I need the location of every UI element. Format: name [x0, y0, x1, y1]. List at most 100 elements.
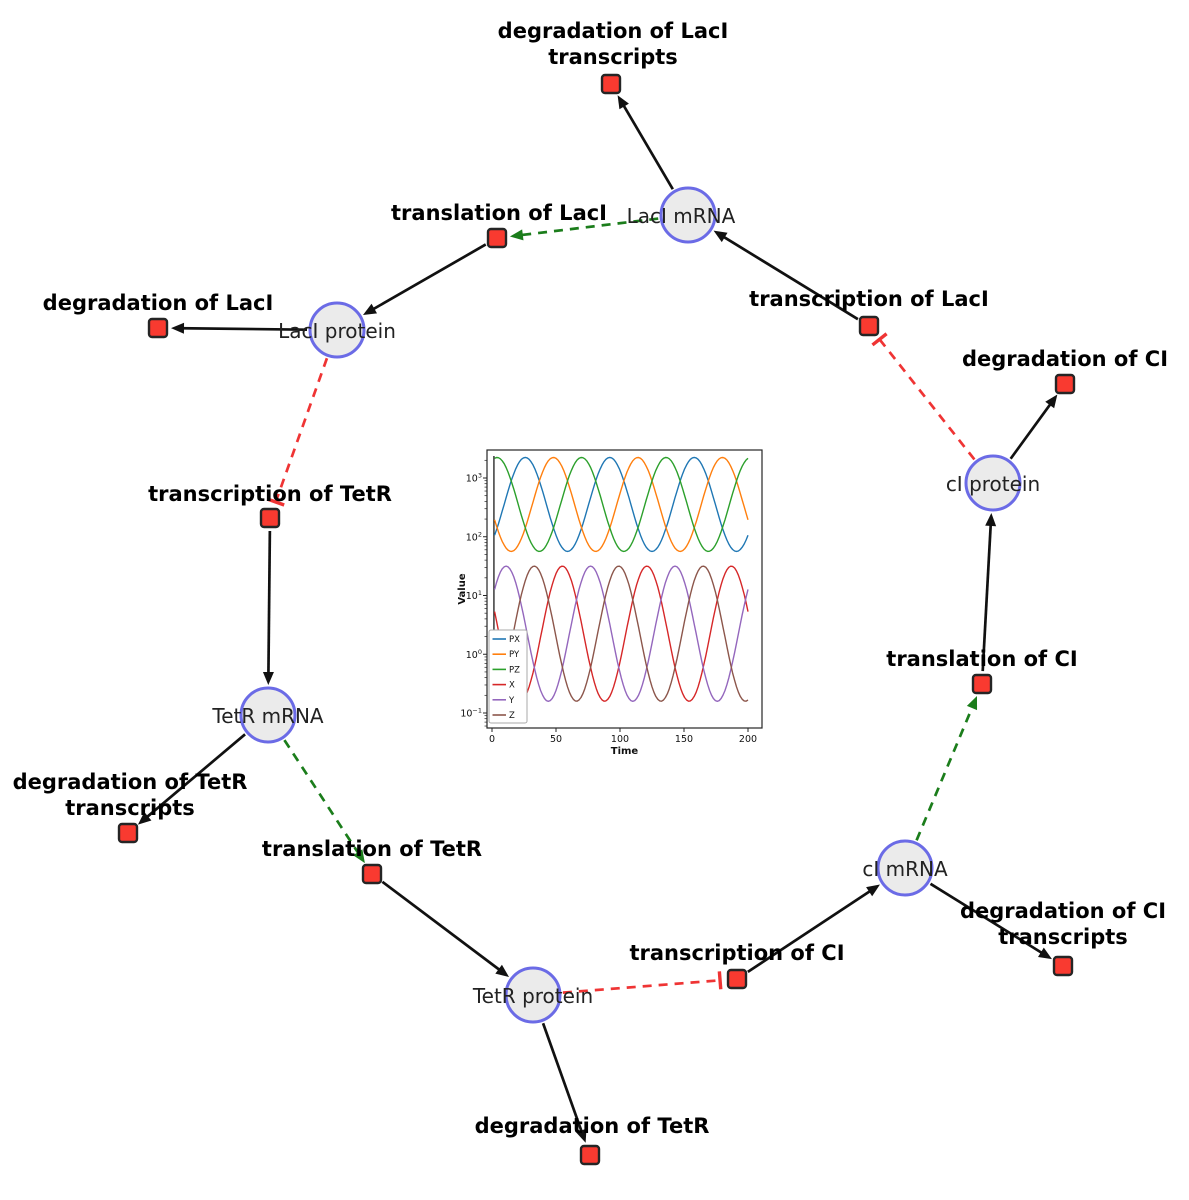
arrowhead-icon	[137, 812, 152, 825]
series-line-Z	[494, 565, 749, 702]
series-line-Y	[493, 565, 749, 702]
reaction-node-deg_laci[interactable]	[147, 317, 169, 339]
edge-laci_mrna-to-deg_laci_transcripts	[617, 95, 674, 190]
series-line-PX	[493, 456, 749, 553]
species-node-laci_mrna[interactable]	[659, 186, 717, 244]
arrowhead-icon	[866, 884, 880, 897]
x-tick-label: 50	[550, 734, 562, 745]
y-axis-label: Value	[457, 573, 468, 604]
reaction-node-deg_tetr[interactable]	[579, 1144, 601, 1166]
txn_ci-label: transcription of CI	[629, 941, 844, 965]
legend-label-PZ: PZ	[509, 665, 520, 675]
laci_mrna-label: LacI mRNA	[627, 204, 736, 228]
node-layer	[117, 73, 1076, 1166]
reaction-node-deg_ci[interactable]	[1054, 373, 1076, 395]
transl_tetr-label: translation of TetR	[262, 837, 482, 861]
edge-ci_protein-to-deg_ci	[1009, 394, 1058, 460]
transl_ci-label: translation of CI	[886, 647, 1077, 671]
ci_protein-label: cI protein	[946, 472, 1040, 496]
x-axis-label: Time	[611, 746, 639, 757]
arrowhead-icon	[1045, 394, 1058, 409]
y-tick-label: 103	[466, 472, 482, 485]
deg_tetr-label: degradation of TetR	[475, 1114, 710, 1138]
arrowhead-icon	[495, 964, 510, 977]
edge-txn_tetr-to-tetr_mrna	[262, 530, 274, 686]
species-node-tetr_protein[interactable]	[504, 966, 562, 1024]
reaction-node-transl_laci[interactable]	[486, 227, 508, 249]
transl_laci-label: translation of LacI	[391, 201, 607, 225]
edge-laci_protein-to-deg_laci	[170, 322, 308, 334]
arrowhead-icon	[262, 671, 274, 686]
arrowhead-icon	[1038, 947, 1052, 960]
arrowhead-icon	[985, 512, 997, 527]
txn_tetr-label: transcription of TetR	[148, 482, 392, 506]
y-tick-label: 102	[466, 530, 482, 543]
reaction-node-transl_ci[interactable]	[971, 673, 993, 695]
x-tick-label: 150	[675, 734, 693, 745]
y-tick-label: 101	[466, 589, 482, 602]
edge-transl_ci-to-ci_protein	[981, 512, 997, 672]
species-node-tetr_mrna[interactable]	[239, 686, 297, 744]
ci_mrna-label: cI mRNA	[862, 857, 948, 881]
species-node-laci_protein[interactable]	[308, 301, 366, 359]
arrowhead-icon	[363, 303, 378, 316]
legend-label-X: X	[509, 681, 515, 691]
chart-plot-area	[486, 449, 763, 729]
y-tick-label: 10−1	[460, 707, 482, 720]
deg_ci-label: degradation of CI	[962, 347, 1168, 371]
species-node-ci_mrna[interactable]	[876, 839, 934, 897]
reaction-node-deg_ci_transcripts[interactable]	[1052, 955, 1074, 977]
deg_laci-label: degradation of LacI	[43, 291, 274, 315]
edge-tetr_mrna-to-deg_tetr_transcripts	[137, 733, 246, 825]
arrowhead-icon	[713, 230, 728, 243]
species-node-ci_protein[interactable]	[964, 454, 1022, 512]
arrowhead-icon	[617, 95, 629, 110]
reaction-node-txn_laci[interactable]	[858, 315, 880, 337]
reaction-node-transl_tetr[interactable]	[361, 863, 383, 885]
edge-laci_protein-to-txn_tetr	[266, 357, 329, 507]
arrowhead-icon	[353, 849, 365, 864]
arrowhead-icon	[576, 1128, 587, 1143]
edge-layer	[137, 95, 1058, 1143]
series-line-PY	[493, 456, 749, 553]
inhibition-tbar-icon	[717, 971, 723, 990]
arrowhead-icon	[170, 322, 185, 334]
edge-txn_ci-to-ci_mrna	[747, 884, 880, 973]
legend-label-Z: Z	[509, 711, 515, 721]
edge-laci_mrna-to-transl_laci	[509, 217, 659, 241]
x-tick-label: 100	[611, 734, 629, 745]
edge-ci_mrna-to-deg_ci_transcripts	[929, 882, 1052, 960]
inhibition-tbar-icon	[266, 497, 285, 507]
tetr_protein-label: TetR protein	[472, 984, 593, 1008]
reaction-node-deg_tetr_transcripts[interactable]	[117, 822, 139, 844]
edge-tetr_mrna-to-transl_tetr	[283, 739, 365, 864]
edge-txn_laci-to-laci_mrna	[713, 230, 859, 321]
inhibition-tbar-icon	[871, 332, 888, 347]
reaction-node-deg_laci_transcripts[interactable]	[600, 73, 622, 95]
reaction-node-txn_ci[interactable]	[726, 968, 748, 990]
y-tick-label: 100	[466, 648, 482, 661]
x-tick-label: 0	[489, 734, 495, 745]
legend-label-PY: PY	[509, 650, 520, 660]
edge-transl_laci-to-laci_protein	[363, 243, 487, 316]
edge-ci_mrna-to-transl_ci	[915, 695, 978, 841]
x-tick-label: 200	[739, 734, 757, 745]
txn_laci-label: transcription of LacI	[749, 287, 989, 311]
laci_protein-label: LacI protein	[278, 319, 396, 343]
edge-transl_tetr-to-tetr_protein	[381, 880, 510, 977]
reaction-node-txn_tetr[interactable]	[259, 507, 281, 529]
arrowhead-icon	[509, 229, 524, 241]
arrowhead-icon	[966, 695, 978, 711]
legend-label-PX: PX	[509, 635, 520, 645]
edge-tetr_protein-to-txn_ci	[562, 971, 723, 995]
series-line-X	[493, 565, 749, 702]
series-line-PZ	[494, 456, 749, 553]
